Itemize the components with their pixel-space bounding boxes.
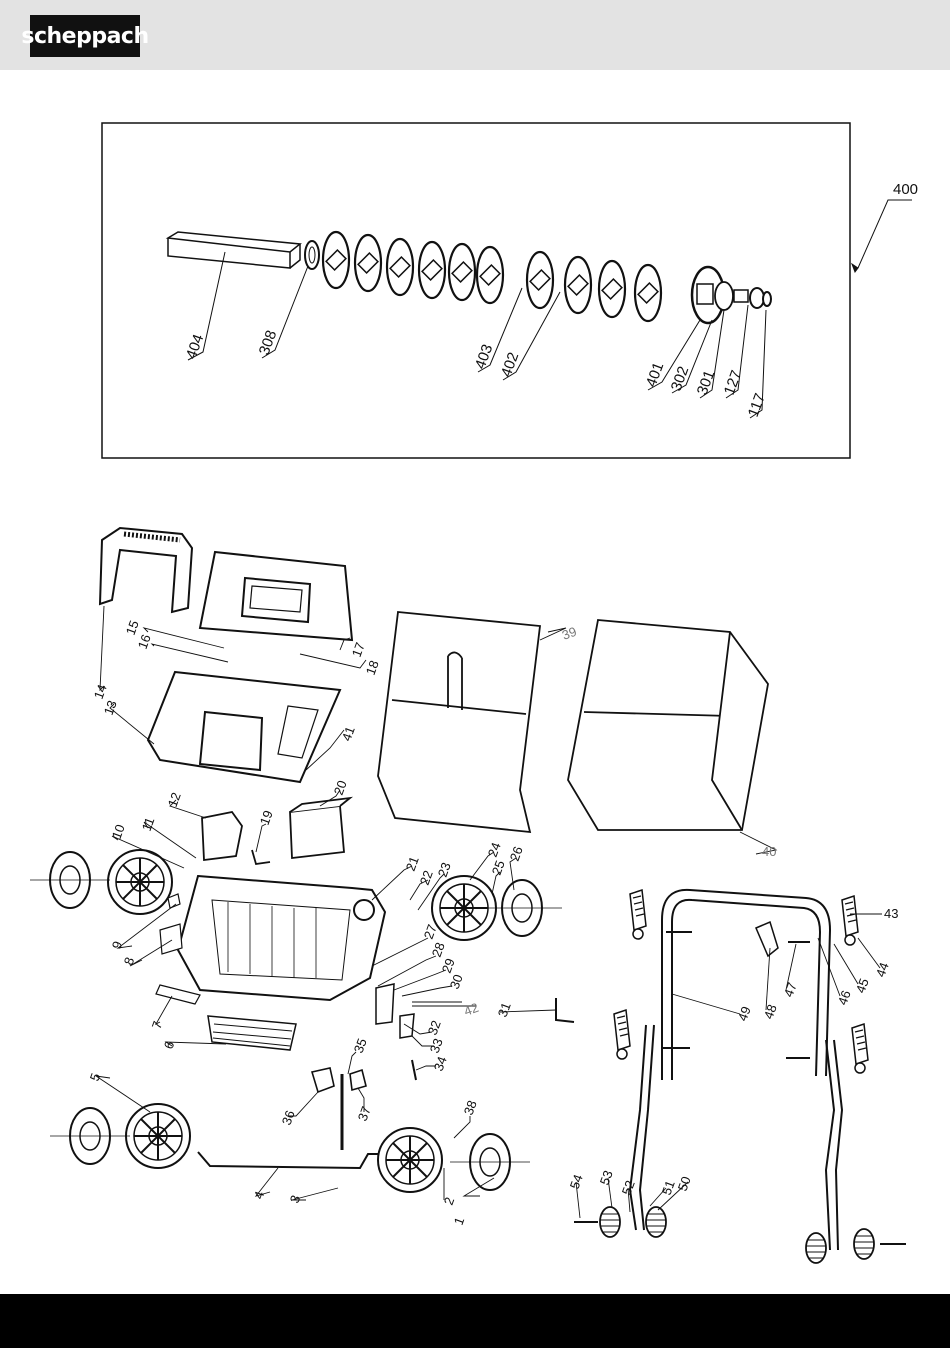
axle-part bbox=[198, 1152, 378, 1168]
part-label: 9 bbox=[109, 939, 126, 951]
group-label: 400 bbox=[893, 181, 918, 198]
part-label: 41 bbox=[339, 724, 358, 743]
part-label: 52 bbox=[619, 1178, 638, 1197]
castor-wheel bbox=[806, 1233, 826, 1263]
part-label: 42 bbox=[462, 1000, 481, 1019]
ring-part bbox=[305, 241, 319, 269]
roller-leader-lines bbox=[188, 200, 912, 418]
part-label: 53 bbox=[597, 1168, 616, 1187]
part-label: 10 bbox=[109, 822, 128, 841]
part-label: 17 bbox=[349, 640, 368, 659]
clamp-knob-part bbox=[852, 1024, 868, 1073]
part-label: 48 bbox=[761, 1002, 780, 1021]
wheel-part bbox=[378, 1128, 442, 1192]
part-label: 1 bbox=[451, 1215, 468, 1227]
part-label: 37 bbox=[355, 1104, 374, 1123]
wheel-part bbox=[126, 1104, 190, 1168]
small-bolt bbox=[252, 850, 270, 864]
part-label: 4 bbox=[251, 1189, 268, 1201]
clamp-knob-part bbox=[614, 1010, 630, 1059]
part-label: 127 bbox=[721, 368, 746, 397]
part-label: 12 bbox=[165, 790, 184, 809]
part-label: 49 bbox=[735, 1004, 754, 1023]
wheel-part bbox=[108, 850, 172, 914]
part-label: 403 bbox=[472, 342, 497, 371]
castor-wheel bbox=[854, 1229, 874, 1259]
part-label: 32 bbox=[425, 1018, 444, 1037]
part-label: 38 bbox=[461, 1098, 480, 1117]
part-label: 404 bbox=[183, 332, 208, 361]
part-label: 14 bbox=[91, 682, 110, 701]
clamp-knob-part bbox=[630, 890, 646, 939]
part-label: 46 bbox=[835, 988, 854, 1007]
part-label: 34 bbox=[431, 1054, 450, 1073]
part-label: 401 bbox=[643, 360, 668, 389]
footer-bar bbox=[0, 1294, 950, 1348]
switch-part bbox=[202, 812, 242, 860]
castor-wheel bbox=[646, 1207, 666, 1237]
part-label: 54 bbox=[567, 1172, 586, 1191]
adjuster-part bbox=[376, 984, 416, 1080]
part-label: 16 bbox=[135, 632, 154, 651]
part-label: 44 bbox=[873, 960, 892, 979]
part-label: 35 bbox=[351, 1036, 370, 1055]
part-label: 26 bbox=[507, 844, 526, 863]
part-label: 25 bbox=[489, 858, 508, 877]
castor-wheel bbox=[600, 1207, 620, 1237]
bracket-part bbox=[756, 922, 778, 956]
battery-box bbox=[290, 798, 350, 858]
part-label: 36 bbox=[279, 1108, 298, 1127]
hub-cap-part bbox=[450, 1134, 530, 1190]
part-label: 302 bbox=[668, 364, 693, 393]
part-label: 40 bbox=[762, 844, 776, 859]
part-label: 30 bbox=[447, 972, 466, 991]
top-cover bbox=[200, 552, 352, 640]
handle-grip bbox=[100, 528, 192, 612]
part-label: 20 bbox=[331, 778, 350, 797]
part-label: 7 bbox=[149, 1019, 166, 1031]
main-housing bbox=[178, 876, 385, 1000]
hub-cap-part bbox=[30, 852, 110, 908]
part-label: 23 bbox=[435, 860, 454, 879]
grille-part bbox=[208, 1016, 296, 1050]
part-label: 308 bbox=[256, 328, 281, 357]
tine-discs bbox=[323, 232, 771, 323]
part-label: 33 bbox=[427, 1036, 446, 1055]
part-label: 28 bbox=[429, 940, 448, 959]
hub-cap-part bbox=[50, 1108, 130, 1164]
handle-frame bbox=[630, 890, 842, 1250]
part-label: 402 bbox=[498, 350, 523, 379]
hub-cap-part bbox=[482, 880, 562, 936]
part-label: 11 bbox=[139, 815, 158, 833]
clamp-knob-part bbox=[842, 896, 858, 945]
part-label: 3 bbox=[287, 1193, 304, 1205]
part-label: 117 bbox=[745, 391, 769, 419]
grass-bag-frame bbox=[378, 612, 540, 832]
part-label: 21 bbox=[403, 854, 422, 873]
part-label: 6 bbox=[161, 1039, 178, 1051]
roller-part-labels: 404 308 403 402 401 302 301 127 117 400 bbox=[183, 181, 918, 419]
part-label: 43 bbox=[884, 906, 898, 921]
part-label: 39 bbox=[560, 624, 579, 643]
part-label: 31 bbox=[495, 1000, 514, 1019]
part-label: 5 bbox=[87, 1071, 104, 1083]
grass-bag bbox=[568, 620, 768, 830]
part-label: 19 bbox=[257, 808, 276, 827]
shaft-part bbox=[168, 232, 300, 268]
part-label: 2 bbox=[441, 1195, 458, 1207]
hex-key bbox=[556, 998, 574, 1022]
part-label: 8 bbox=[121, 955, 138, 967]
part-label: 47 bbox=[781, 980, 800, 999]
